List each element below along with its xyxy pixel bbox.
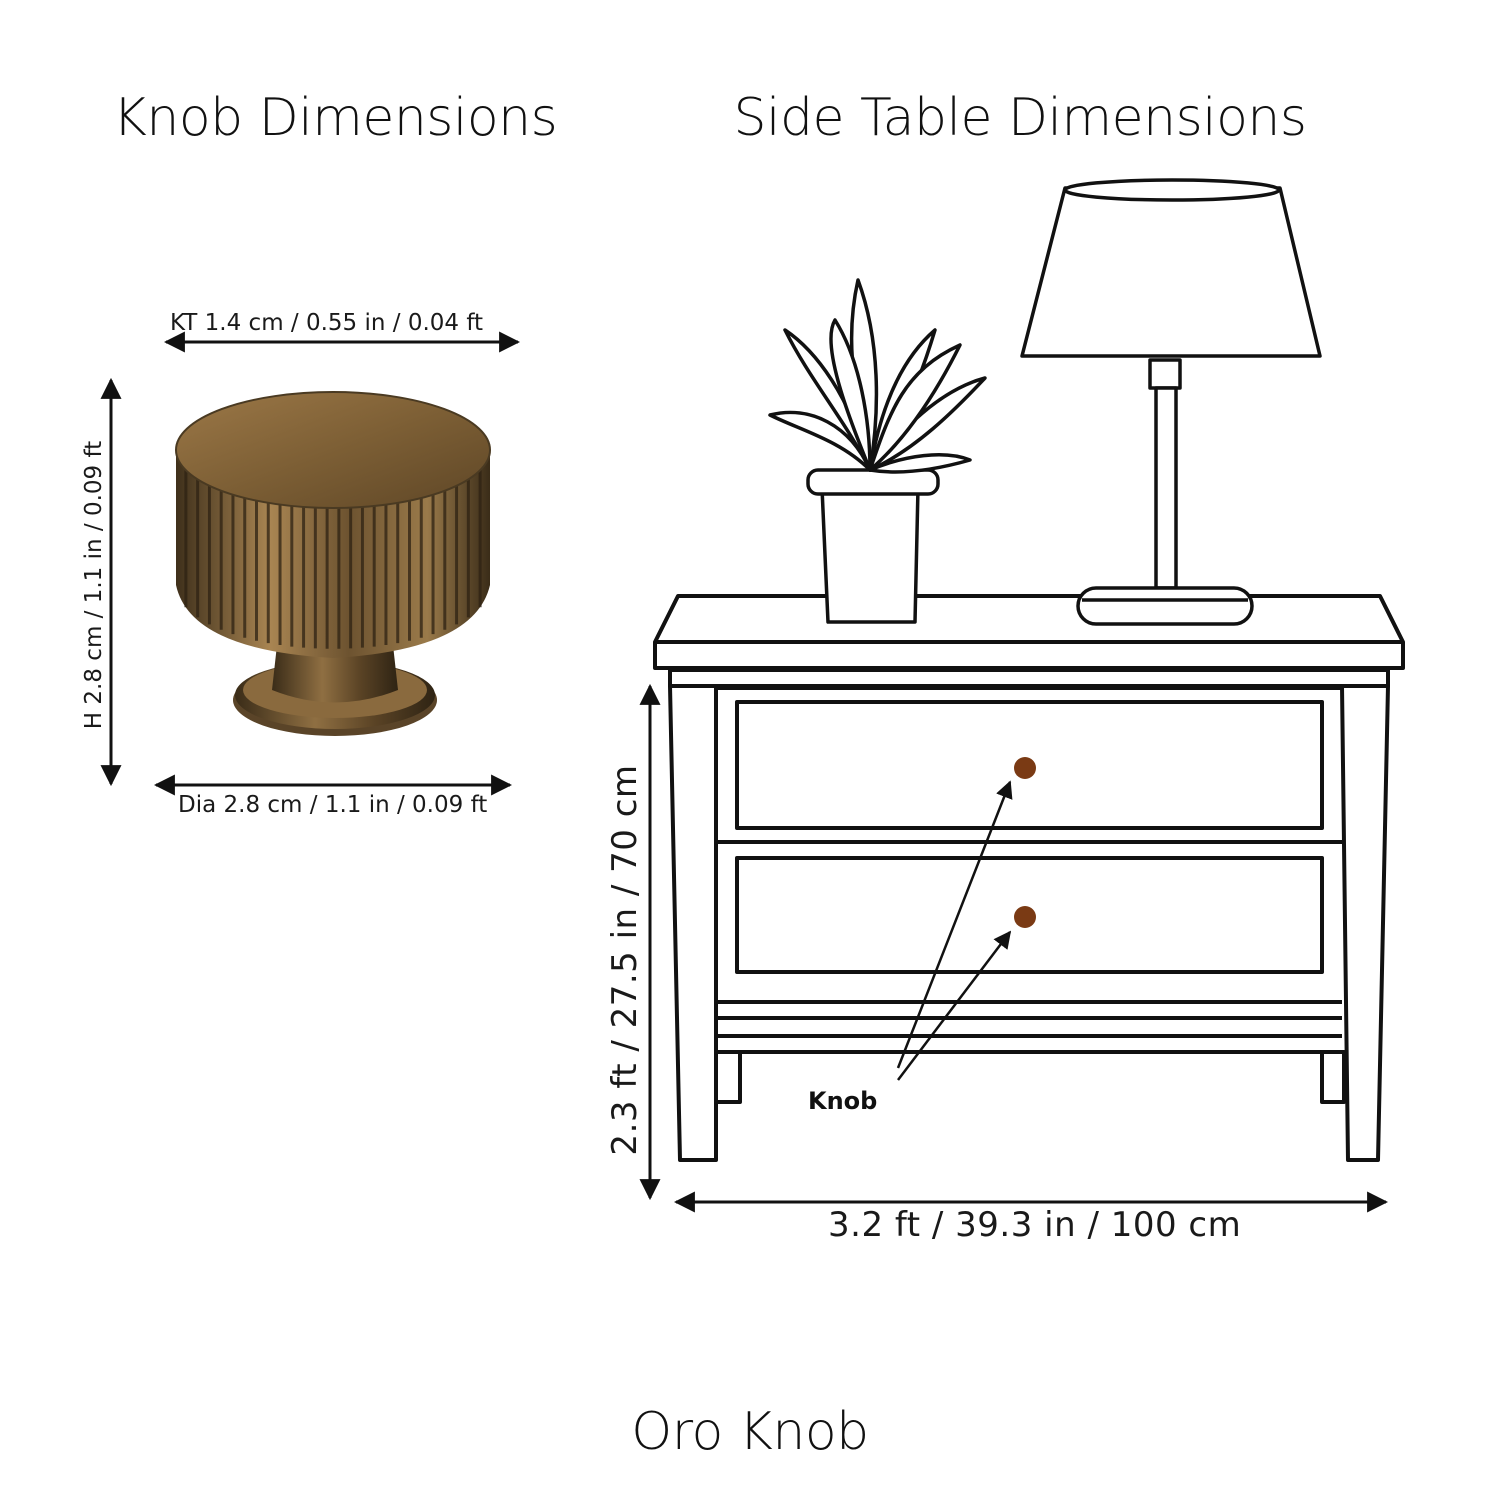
side-table-drawing [653, 594, 1405, 1162]
drawer-knob-top-marker [1014, 757, 1036, 779]
side-table-dimensions-heading: Side Table Dimensions [733, 88, 1307, 148]
knob-dimensions-heading: Knob Dimensions [112, 88, 558, 148]
table-height-label: 2.3 ft / 27.5 in / 70 cm [605, 764, 645, 1156]
potted-plant-drawing [768, 278, 987, 624]
drawer-knob-bottom-marker [1014, 906, 1036, 928]
knob-thickness-label: KT 1.4 cm / 0.55 in / 0.04 ft [170, 310, 484, 336]
knob-image [175, 391, 491, 736]
knob-fluting [184, 470, 482, 649]
knob-height-label: H 2.8 cm / 1.1 in / 0.09 ft [81, 440, 107, 730]
table-width-label: 3.2 ft / 39.3 in / 100 cm [828, 1205, 1242, 1245]
callout-arrow-bottom [897, 930, 1012, 1081]
knob-callout-label: Knob [808, 1087, 878, 1115]
product-name: Oro Knob [631, 1402, 869, 1462]
callout-arrow-top [896, 780, 1013, 1069]
knob-diameter-label: Dia 2.8 cm / 1.1 in / 0.09 ft [178, 792, 488, 818]
table-lamp-drawing [1020, 178, 1322, 626]
